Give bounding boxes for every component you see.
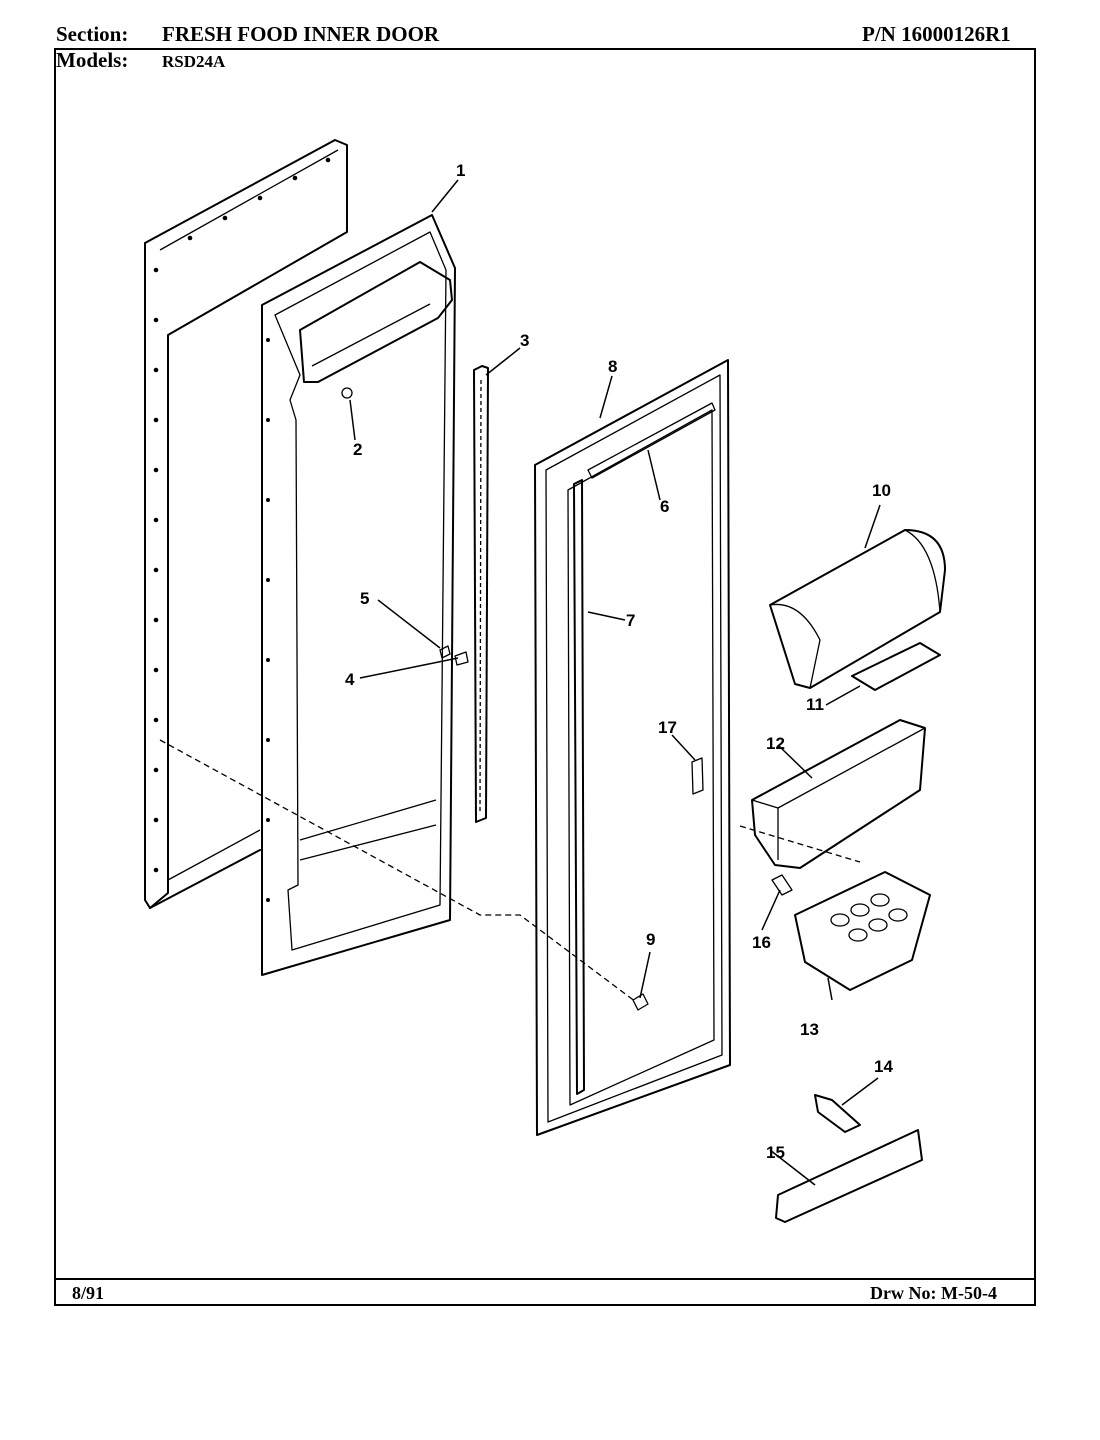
drawing-number: Drw No: M-50-4 <box>870 1283 997 1303</box>
callout-16: 16 <box>752 933 771 952</box>
callout-2: 2 <box>353 440 362 459</box>
drawing-date: 8/91 <box>72 1283 105 1303</box>
door-shelf <box>751 719 926 869</box>
part-number: P/N 16000126R1 <box>862 22 1011 46</box>
door-gasket-frame <box>144 139 348 909</box>
drawing-frame <box>54 48 1036 1306</box>
callout-17: 17 <box>658 718 677 737</box>
callout-15: 15 <box>766 1143 785 1162</box>
footer-rule <box>54 1278 1036 1280</box>
callout-11: 11 <box>806 695 824 714</box>
callout-numbers: 1 2 3 4 5 6 7 8 9 10 11 12 13 14 15 16 1… <box>345 161 893 1162</box>
retainer-clip <box>814 1094 861 1133</box>
callout-6: 6 <box>660 497 669 516</box>
egg-bin <box>794 871 931 991</box>
callout-8: 8 <box>608 357 617 376</box>
callout-13: 13 <box>800 1020 819 1039</box>
shelf-bar <box>775 1129 923 1223</box>
callout-5: 5 <box>360 589 369 608</box>
section-label: Section: <box>56 22 129 46</box>
models-label: Models: <box>56 48 129 72</box>
callout-14: 14 <box>874 1057 893 1076</box>
models-value: RSD24A <box>162 52 226 71</box>
inner-door-liner <box>261 214 456 976</box>
dairy-compartment <box>769 529 946 689</box>
assembly-lines <box>159 739 861 1003</box>
callout-3: 3 <box>520 331 529 350</box>
door-panel <box>534 359 731 1136</box>
callout-1: 1 <box>456 161 465 180</box>
callout-9: 9 <box>646 930 655 949</box>
callout-4: 4 <box>345 670 355 689</box>
dairy-handle <box>851 642 941 691</box>
door-strip <box>473 365 489 823</box>
leader-lines <box>349 179 881 1186</box>
callout-12: 12 <box>766 734 785 753</box>
hardware-parts <box>341 387 793 1011</box>
section-title: FRESH FOOD INNER DOOR <box>162 22 440 46</box>
callout-10: 10 <box>872 481 891 500</box>
callout-7: 7 <box>626 611 635 630</box>
